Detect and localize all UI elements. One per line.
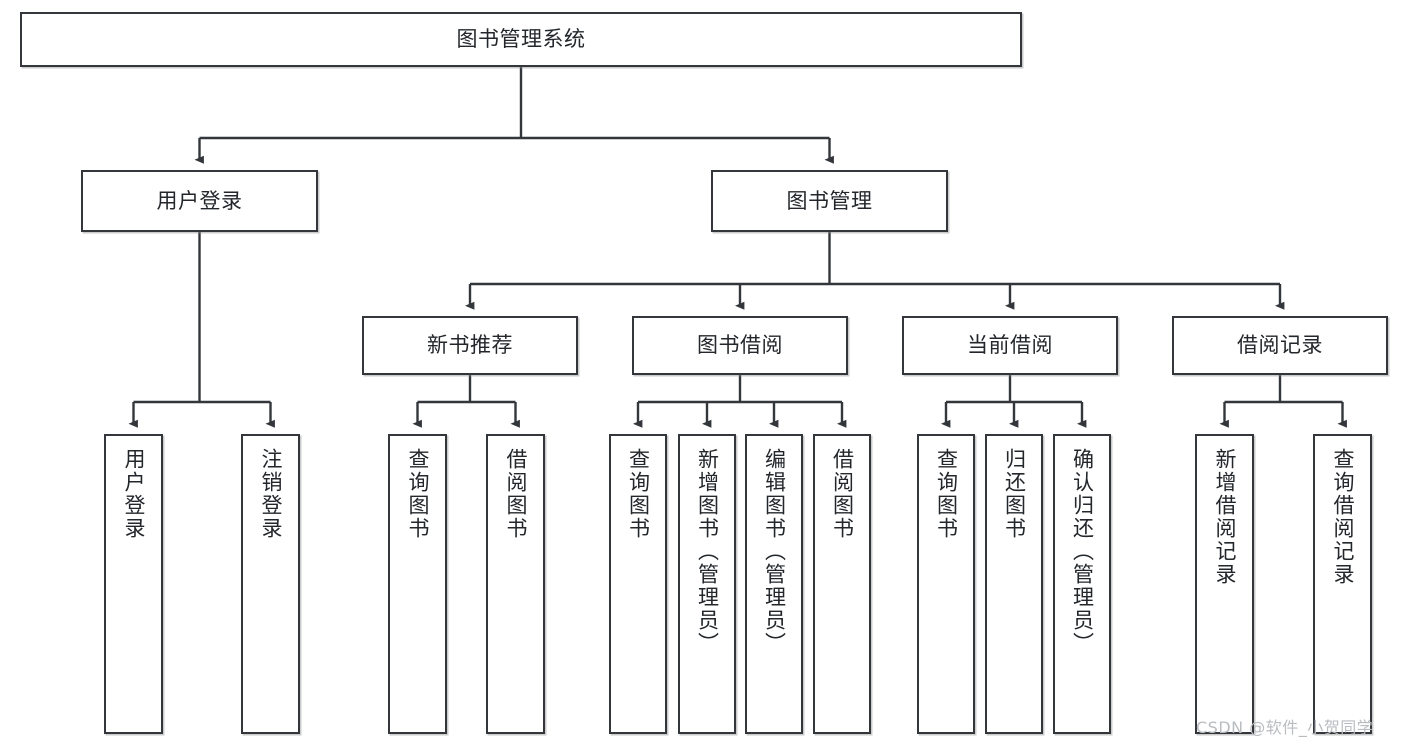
node-leaf-br-add[interactable]: 新增借阅记录	[1195, 434, 1254, 734]
node-label: 确认归还（管理员）	[1070, 448, 1095, 655]
node-book-manage[interactable]: 图书管理	[711, 170, 948, 232]
node-label: 查询图书	[934, 448, 959, 540]
node-leaf-logout[interactable]: 注销登录	[241, 434, 300, 734]
node-leaf-user-login[interactable]: 用户登录	[104, 434, 163, 734]
node-label: 当前借阅	[967, 333, 1053, 358]
node-leaf-cb-return[interactable]: 归还图书	[985, 434, 1043, 734]
node-label: 新增借阅记录	[1213, 448, 1237, 586]
node-leaf-bb-edit[interactable]: 编辑图书（管理员）	[745, 434, 803, 734]
node-label: 图书借阅	[697, 333, 783, 358]
node-label: 查询借阅记录	[1331, 448, 1355, 586]
node-label: 查询图书	[406, 448, 430, 540]
node-new-book-rec[interactable]: 新书推荐	[362, 316, 578, 375]
node-user-login[interactable]: 用户登录	[81, 170, 318, 232]
node-label: 新书推荐	[427, 333, 513, 358]
node-borrow-record[interactable]: 借阅记录	[1172, 316, 1388, 375]
csdn-watermark: CSDN @软件_小贺同学	[1196, 718, 1374, 737]
node-current-borrow[interactable]: 当前借阅	[902, 316, 1118, 375]
node-label: 借阅图书	[504, 448, 528, 540]
node-label: 编辑图书（管理员）	[762, 448, 787, 655]
node-label: 查询图书	[626, 448, 651, 540]
node-book-borrow[interactable]: 图书借阅	[632, 316, 848, 375]
node-leaf-cb-confirm[interactable]: 确认归还（管理员）	[1053, 434, 1111, 734]
node-label: 借阅记录	[1237, 333, 1323, 358]
node-label: 归还图书	[1002, 448, 1027, 540]
node-label: 注销登录	[259, 448, 283, 540]
node-label: 借阅图书	[830, 448, 855, 540]
node-label: 用户登录	[156, 188, 243, 213]
node-label: 新增图书（管理员）	[695, 448, 720, 655]
node-leaf-bb-borrow[interactable]: 借阅图书	[813, 434, 871, 734]
node-root[interactable]: 图书管理系统	[20, 12, 1022, 67]
node-leaf-rec-query[interactable]: 查询图书	[388, 434, 447, 734]
node-leaf-cb-query[interactable]: 查询图书	[917, 434, 975, 734]
node-label: 用户登录	[122, 448, 146, 540]
node-label: 图书管理系统	[456, 27, 586, 52]
node-leaf-bb-add[interactable]: 新增图书（管理员）	[678, 434, 736, 734]
node-leaf-br-query[interactable]: 查询借阅记录	[1313, 434, 1372, 734]
node-leaf-bb-query[interactable]: 查询图书	[609, 434, 667, 734]
node-label: 图书管理	[786, 188, 873, 213]
node-leaf-rec-borrow[interactable]: 借阅图书	[486, 434, 545, 734]
